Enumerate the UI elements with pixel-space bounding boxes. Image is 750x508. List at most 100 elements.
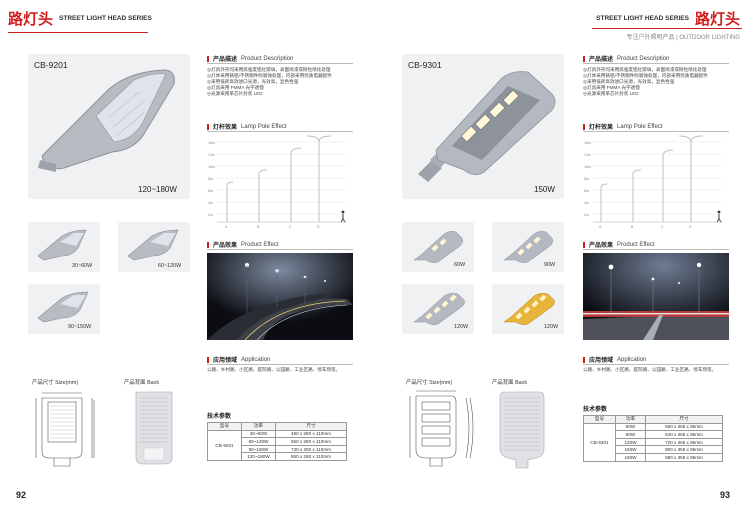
right-spec-table: 型号 功率 尺寸 CB-9301 60W 560 x 355 x 95mm 90…	[583, 415, 723, 462]
left-app-rule	[207, 364, 353, 365]
right-app-rule	[583, 364, 729, 365]
left-desc-rule	[207, 63, 353, 64]
desc-line: ◎灯具外壳均采用高强度铝化玻璃，表面喷漆或粉粒喷化处理	[583, 67, 707, 72]
spec-power-cell: 60W	[615, 422, 646, 432]
left-back-image	[135, 391, 173, 465]
svg-text:6m: 6m	[208, 189, 213, 193]
left-header-cn: 路灯头	[8, 10, 54, 28]
spec-size-cell: 640 x 355 x 95mm	[645, 430, 723, 439]
right-variant-3-image	[413, 293, 465, 325]
right-desc-rule	[583, 63, 729, 64]
left-variant-2-image	[127, 229, 179, 261]
desc-line: ◎灯体采用铸铝/不锈钢件防腐蚀处理，内部采用优质电器配件	[207, 73, 332, 79]
right-model-label: CB-9301	[408, 60, 442, 70]
spec-model-cell: CB-9301	[583, 422, 616, 462]
left-back-title: 产品背面 Back	[124, 380, 160, 386]
spec-header: 功率	[615, 415, 646, 424]
left-effect-photo	[207, 253, 353, 340]
svg-text:A: A	[225, 225, 228, 229]
svg-text:A: A	[599, 225, 602, 229]
svg-text:4m: 4m	[208, 201, 213, 205]
left-variant-2-power: 60~120W	[158, 263, 182, 269]
spec-header: 尺寸	[645, 415, 723, 424]
left-pole-rule	[207, 131, 353, 132]
spec-size-cell: 730 x 280 x 110mm	[275, 444, 347, 454]
left-size-title: 产品尺寸 Size(mm)	[32, 380, 79, 386]
desc-line: ◎灯具采用 PMMA 光学透镜	[207, 85, 264, 91]
right-app-title: 应用领域 Application	[583, 355, 646, 365]
left-pole-title: 灯杆效果 Lamp Pole Effect	[207, 122, 287, 132]
left-header-rule	[8, 32, 148, 34]
svg-text:2m: 2m	[584, 213, 589, 217]
spec-power-cell: 150W	[615, 445, 646, 454]
left-spec-title: 技术参数	[207, 414, 232, 420]
desc-line: ◎采用低耗高效进口光源，光效高，显色性强	[583, 79, 675, 85]
svg-text:10m: 10m	[584, 165, 591, 169]
spec-power-cell: 180W	[615, 452, 646, 462]
right-effect-rule	[583, 249, 729, 250]
svg-text:C: C	[661, 225, 664, 229]
spec-power-cell: 90W	[615, 430, 646, 439]
right-variant-4-image	[503, 293, 555, 325]
right-size-drawing	[409, 390, 474, 467]
spec-power-cell: 60~120W	[241, 437, 276, 446]
spec-power-cell: 120W	[615, 437, 646, 447]
svg-text:6m: 6m	[584, 189, 589, 193]
left-variant-3-power: 90~150W	[68, 324, 92, 330]
left-page-number: 92	[16, 490, 27, 500]
spec-header: 功率	[241, 422, 276, 431]
right-back-image	[499, 391, 545, 469]
desc-line: ◎灯体采用铸铝/不锈钢件防腐蚀处理，内部采用优质电器配件	[583, 73, 708, 79]
right-variant-4-power: 120W	[544, 324, 559, 330]
svg-text:12m: 12m	[208, 153, 215, 157]
table-header-row: 型号 功率 尺寸	[583, 415, 723, 424]
spec-size-cell: 550 x 280 x 110mm	[275, 437, 347, 446]
left-app-text: 公路、乡村路、小区路、庭院路、公园路、工业区路、停车场等。	[207, 367, 341, 372]
right-variant-2-power: 90W	[544, 262, 556, 268]
desc-line: ◎采用低耗高效进口光源，光效高，显色性强	[207, 79, 299, 85]
svg-text:15m: 15m	[208, 141, 215, 145]
table-row: 180W 880 x 355 x 95mm	[584, 452, 723, 462]
desc-line: ◎光源采用单芯片封装 LED	[207, 91, 263, 97]
left-desc-title: 产品描述 Product Description	[207, 54, 293, 64]
right-main-lamp-image	[418, 71, 556, 182]
left-variant-1-image	[37, 229, 87, 261]
table-row: 120~180W 850 x 280 x 110mm	[208, 452, 347, 461]
spec-power-cell: 30~60W	[241, 429, 276, 439]
left-app-title: 应用领域 Application	[207, 355, 270, 365]
desc-line: ◎光源采用单芯片封装 LED	[583, 91, 639, 97]
spec-header: 型号	[207, 422, 242, 431]
left-effect-title: 产品效果 Product Effect	[207, 240, 279, 250]
spec-size-cell: 880 x 355 x 95mm	[645, 452, 723, 462]
right-header-rule	[592, 28, 742, 30]
spec-header: 型号	[583, 415, 616, 424]
right-header: STREET LIGHT HEAD SERIES 路灯头	[596, 8, 740, 29]
right-back-title: 产品背面 Back	[492, 380, 528, 386]
left-header-en: STREET LIGHT HEAD SERIES	[59, 15, 152, 22]
spec-power-cell: 90~150W	[241, 444, 276, 454]
right-desc-text: ◎灯具外壳均采用高强度铝化玻璃，表面喷漆或粉粒喷化处理 ◎灯体采用铸铝/不锈钢件…	[583, 67, 731, 97]
right-subtitle: 专注户外照明产品 | OUTDOOR LIGHTING	[626, 35, 740, 41]
spec-size-cell: 720 x 355 x 95mm	[645, 437, 723, 447]
svg-text:15m: 15m	[584, 141, 591, 145]
svg-text:8m: 8m	[208, 177, 213, 181]
svg-text:2m: 2m	[208, 213, 213, 217]
svg-text:B: B	[631, 225, 634, 229]
left-size-drawing	[35, 392, 95, 467]
right-size-title: 产品尺寸 Size(mm)	[406, 380, 453, 386]
left-spec-table: 型号 功率 尺寸 CB-9201 30~60W 480 x 280 x 110m…	[207, 422, 347, 461]
spec-power-cell: 120~180W	[241, 452, 276, 461]
svg-text:C: C	[289, 225, 292, 229]
right-variant-1-power: 60W	[454, 262, 466, 268]
right-effect-title: 产品效果 Product Effect	[583, 240, 655, 250]
right-variant-3-power: 120W	[454, 324, 469, 330]
svg-text:12m: 12m	[584, 153, 591, 157]
right-variant-1-image	[413, 231, 463, 263]
spec-header: 尺寸	[275, 422, 347, 431]
svg-text:B: B	[257, 225, 260, 229]
desc-line: ◎灯具外壳均采用高强度铝化玻璃，表面喷漆或粉粒喷化处理	[207, 67, 331, 72]
left-model-label: CB-9201	[34, 60, 68, 70]
svg-text:4m: 4m	[584, 201, 589, 205]
